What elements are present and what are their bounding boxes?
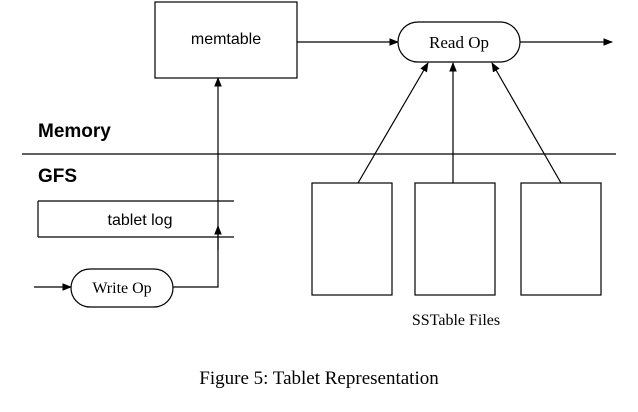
sstable-1-to-read-op-arrow <box>357 62 429 184</box>
tablet-log-label: tablet log <box>108 212 173 229</box>
sstable-file-2 <box>414 182 496 296</box>
sstable-files-label: SSTable Files <box>412 312 500 329</box>
sstable-file-1 <box>311 182 393 296</box>
sstable-file-3 <box>520 182 602 296</box>
sstable-3-to-read-op-arrow <box>491 62 562 184</box>
memory-label: Memory <box>38 121 111 142</box>
figure-caption: Figure 5: Tablet Representation <box>199 368 439 389</box>
write-op-to-memtable-arrow <box>173 77 222 288</box>
gfs-label: GFS <box>38 166 77 187</box>
write-op-label: Write Op <box>92 280 151 297</box>
memtable-label: memtable <box>191 31 261 48</box>
read-op-label: Read Op <box>429 33 489 52</box>
write-op-node <box>70 268 174 308</box>
memtable-box <box>154 1 298 79</box>
